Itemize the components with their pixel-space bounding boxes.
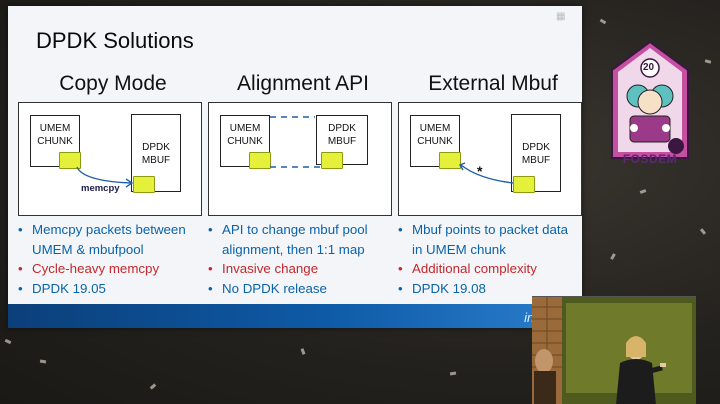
confetti-piece — [149, 383, 157, 390]
box-label-line: UMEM — [419, 123, 451, 134]
column-heading-external-mbuf: External Mbuf — [428, 72, 558, 95]
memcpy-arrow — [76, 166, 134, 188]
box-label-line: UMEM — [39, 123, 71, 134]
confetti-piece — [300, 348, 306, 355]
column-heading-alignment-api: Alignment API — [237, 72, 369, 95]
box-label-line: DPDK — [328, 123, 356, 134]
slide-title: DPDK Solutions — [36, 28, 194, 53]
copy-mode-bullets: Memcpy packets between UMEM & mbufpool C… — [18, 220, 214, 298]
bullet-item: DPDK 19.08 — [398, 279, 574, 299]
box-label-line: CHUNK — [227, 136, 263, 147]
camera-scene — [532, 297, 696, 404]
packet-chunk — [133, 176, 155, 193]
confetti-piece — [39, 359, 47, 364]
box-label-line: CHUNK — [37, 136, 73, 147]
box-label-line: MBUF — [521, 155, 551, 166]
grid-icon: ▦ — [556, 11, 566, 22]
bullet-item: API to change mbuf pool alignment, then … — [208, 220, 404, 259]
alignment-dashed-lines — [270, 116, 320, 168]
bullet-item: Invasive change — [208, 259, 404, 279]
packet-chunk — [321, 152, 343, 169]
bullet-item: No DPDK release — [208, 279, 404, 299]
fosdem-badge-text: FOSDEM — [606, 152, 694, 166]
bullet-item: Additional complexity — [398, 259, 574, 279]
presentation-slide: DPDK Solutions ▦ Copy Mode Alignment API… — [8, 6, 582, 328]
box-label-line: MBUF — [141, 155, 171, 166]
memcpy-label: memcpy — [81, 183, 120, 194]
dpdk-mbuf-box: DPDK MBUF — [511, 114, 561, 192]
bullet-item: Mbuf points to packet data in UMEM chunk — [398, 220, 574, 259]
external-mbuf-bullets: Mbuf points to packet data in UMEM chunk… — [398, 220, 574, 298]
packet-chunk — [249, 152, 271, 169]
packet-chunk — [59, 152, 81, 169]
slide-footer-bar: intel — [8, 304, 582, 328]
umem-chunk-box: UMEM CHUNK — [30, 115, 80, 167]
umem-chunk-box: UMEM CHUNK — [410, 115, 460, 167]
confetti-piece — [639, 189, 647, 194]
pointer-arrow — [458, 162, 514, 184]
external-mbuf-diagram: UMEM CHUNK DPDK MBUF * — [398, 102, 582, 216]
box-label-line: DPDK — [142, 142, 170, 153]
alignment-api-bullets: API to change mbuf pool alignment, then … — [208, 220, 404, 298]
bullet-item: Memcpy packets between UMEM & mbufpool — [18, 220, 214, 259]
box-label-line: UMEM — [229, 123, 261, 134]
alignment-api-diagram: UMEM CHUNK DPDK MBUF — [208, 102, 392, 216]
confetti-piece — [704, 59, 712, 64]
copy-mode-diagram: UMEM CHUNK DPDK MBUF memcpy — [18, 102, 202, 216]
badge-number: 20 — [643, 62, 655, 73]
fosdem-text: FOSDEM — [622, 152, 678, 166]
packet-chunk — [513, 176, 535, 193]
packet-chunk — [439, 152, 461, 169]
box-label-line: DPDK — [522, 142, 550, 153]
confetti-piece — [449, 371, 457, 376]
confetti-piece — [610, 253, 616, 260]
fosdem-badge-logo — [611, 40, 689, 159]
confetti-piece — [4, 338, 12, 345]
box-label-line: CHUNK — [417, 136, 453, 147]
column-heading-copy-mode: Copy Mode — [59, 72, 167, 95]
confetti-piece — [599, 18, 607, 25]
bullet-item: Cycle-heavy memcpy — [18, 259, 214, 279]
box-label-line: MBUF — [327, 136, 357, 147]
confetti-piece — [699, 228, 707, 235]
pointer-mark: * — [477, 163, 483, 179]
bullet-item: DPDK 19.05 — [18, 279, 214, 299]
speaker-camera-inset — [532, 296, 696, 404]
